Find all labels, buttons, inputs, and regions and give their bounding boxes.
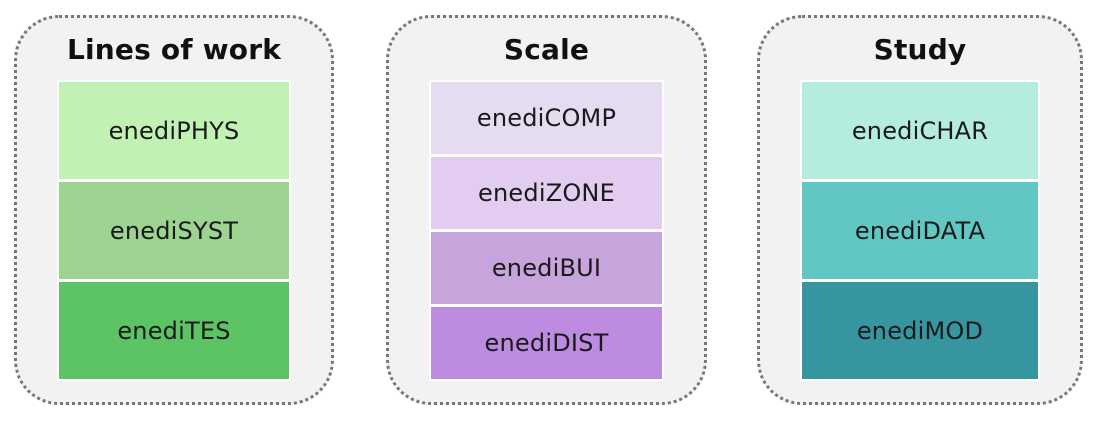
panel-lines-of-work-blocks: enediPHYS enediSYST enediTES — [57, 80, 291, 381]
block-enediTES: enediTES — [59, 282, 289, 379]
block-enediCOMP: enediCOMP — [431, 82, 662, 154]
block-enediPHYS: enediPHYS — [59, 82, 289, 179]
panel-study-title: Study — [873, 33, 967, 66]
block-enediDATA: enediDATA — [802, 182, 1038, 279]
panel-study: Study enediCHAR enediDATA enediMOD — [757, 15, 1083, 405]
block-enediMOD: enediMOD — [802, 282, 1038, 379]
block-enediBUI: enediBUI — [431, 232, 662, 304]
block-enediCHAR: enediCHAR — [802, 82, 1038, 179]
panel-study-blocks: enediCHAR enediDATA enediMOD — [800, 80, 1040, 381]
panel-scale: Scale enediCOMP enediZONE enediBUI enedi… — [386, 15, 707, 405]
panel-lines-of-work: Lines of work enediPHYS enediSYST enediT… — [14, 15, 334, 405]
block-enediZONE: enediZONE — [431, 157, 662, 229]
block-enediDIST: enediDIST — [431, 307, 662, 379]
block-enediSYST: enediSYST — [59, 182, 289, 279]
panel-lines-of-work-title: Lines of work — [66, 33, 282, 66]
panel-scale-title: Scale — [503, 33, 590, 66]
panel-scale-blocks: enediCOMP enediZONE enediBUI enediDIST — [429, 80, 664, 381]
